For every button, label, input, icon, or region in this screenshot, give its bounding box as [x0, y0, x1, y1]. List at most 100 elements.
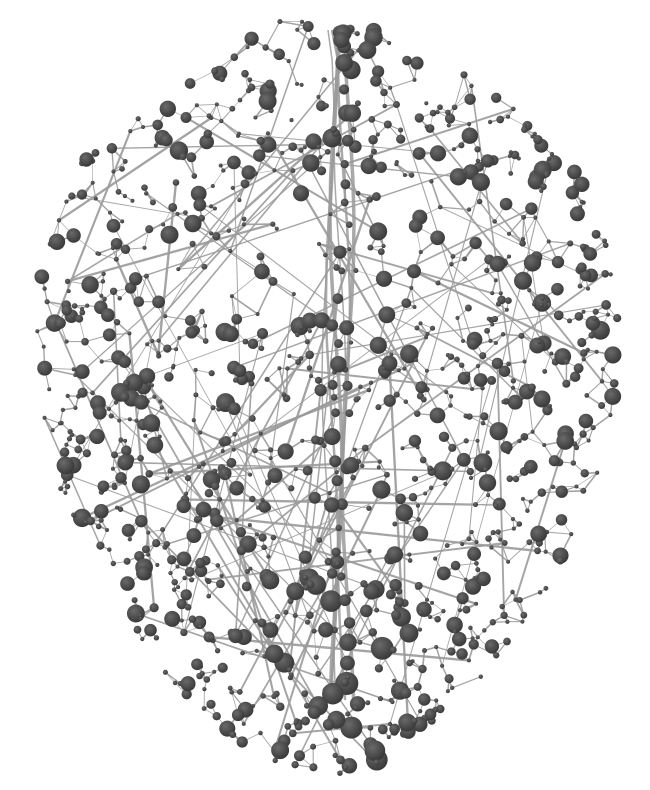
network-node [241, 216, 247, 222]
network-node [42, 415, 47, 420]
network-node [256, 252, 265, 261]
network-edge [100, 281, 104, 296]
network-node [449, 261, 454, 267]
network-node [600, 367, 605, 372]
network-node [563, 358, 570, 365]
network-node [101, 271, 106, 276]
network-node [569, 532, 574, 537]
network-edge [177, 243, 194, 270]
network-node [118, 355, 131, 369]
network-node [318, 154, 323, 160]
network-node [375, 404, 382, 411]
network-node [580, 487, 587, 494]
network-node [158, 399, 163, 404]
network-node [479, 352, 487, 360]
network-node [134, 394, 149, 410]
network-node [412, 304, 417, 310]
network-node [511, 385, 515, 390]
network-node [383, 120, 392, 129]
network-edge [216, 104, 222, 122]
network-node [577, 337, 587, 348]
network-node [372, 480, 391, 499]
network-node [480, 154, 495, 168]
network-edge [586, 380, 603, 396]
network-node [428, 485, 434, 491]
network-node [464, 93, 476, 105]
network-node [304, 702, 310, 709]
network-edge [98, 247, 114, 255]
network-node [299, 82, 304, 87]
network-node [123, 557, 131, 565]
network-node [503, 637, 511, 646]
network-node [609, 379, 619, 388]
network-node [599, 379, 605, 384]
network-edge [267, 537, 275, 557]
network-node [128, 272, 143, 286]
network-node [111, 451, 118, 459]
network-node [301, 312, 318, 329]
network-node [428, 614, 433, 620]
network-node [418, 693, 431, 706]
network-node [229, 689, 235, 695]
network-node [261, 544, 267, 551]
network-node [468, 639, 479, 650]
network-node [443, 481, 448, 487]
network-node [565, 186, 580, 200]
network-node [117, 296, 122, 301]
network-node [436, 566, 451, 581]
network-node [229, 480, 244, 496]
network-node [221, 435, 232, 447]
network-node [113, 400, 119, 405]
network-node [383, 471, 390, 478]
network-node [358, 40, 377, 60]
network-node [273, 48, 285, 61]
network-node [487, 375, 497, 385]
network-edge [442, 358, 458, 370]
network-node [289, 118, 294, 123]
network-node [400, 687, 412, 699]
network-node [586, 438, 591, 443]
network-node [414, 358, 419, 363]
network-node [179, 153, 187, 161]
network-node [288, 485, 295, 492]
network-node [473, 453, 493, 473]
network-node [467, 547, 482, 561]
network-node [521, 126, 528, 134]
network-node [369, 154, 374, 159]
network-node [491, 92, 502, 103]
network-node [258, 431, 263, 436]
network-node [454, 356, 460, 363]
network-node [106, 406, 112, 411]
network-node [110, 245, 115, 251]
network-node [185, 315, 196, 326]
network-node [520, 611, 528, 619]
network-node [303, 584, 310, 591]
network-node [308, 491, 321, 504]
network-node [526, 539, 533, 546]
network-node [262, 44, 269, 51]
network-node [370, 75, 382, 87]
network-edge [55, 323, 141, 519]
network-node [373, 759, 380, 766]
network-node [367, 244, 374, 251]
network-edge [402, 446, 418, 449]
network-node [204, 489, 214, 498]
network-node [490, 322, 495, 327]
network-node [537, 339, 542, 345]
network-node [452, 629, 457, 634]
network-node [369, 222, 388, 241]
network-node [387, 40, 392, 46]
network-edge [522, 217, 525, 240]
network-node [316, 100, 327, 112]
network-node [208, 634, 215, 641]
network-node [255, 312, 260, 316]
network-node [287, 598, 294, 605]
network-node [270, 221, 276, 227]
network-node [194, 564, 208, 578]
network-node [336, 572, 346, 581]
network-node [436, 704, 445, 714]
network-node [281, 392, 287, 398]
network-node [217, 496, 223, 502]
network-node [394, 162, 399, 167]
network-node [168, 570, 173, 576]
